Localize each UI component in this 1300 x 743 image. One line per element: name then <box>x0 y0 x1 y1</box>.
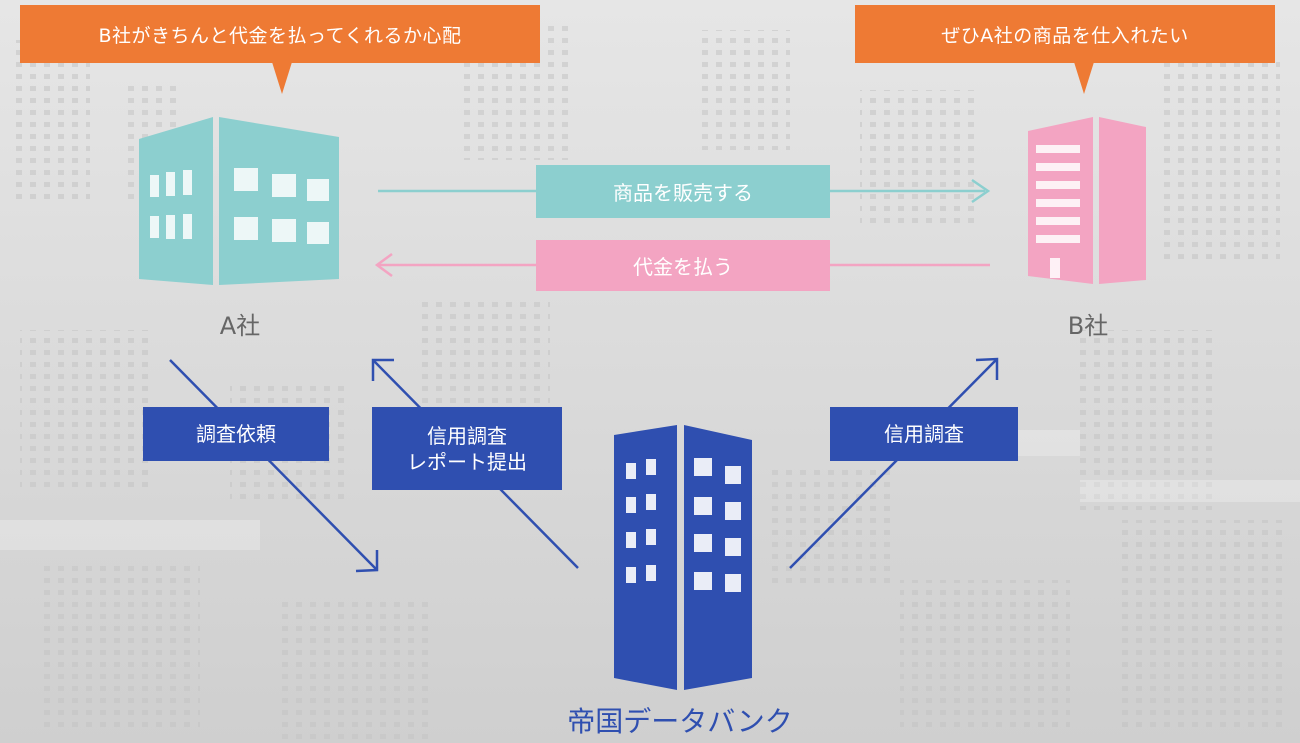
a-company-bubble-tail <box>272 62 292 94</box>
investigate-arrow-head <box>975 357 999 380</box>
investigation-request-label: 調査依頼 <box>143 407 329 461</box>
credit-report-line1: 信用調査 <box>427 423 507 448</box>
request-arrow-line <box>169 359 377 570</box>
sell-goods-text: 商品を販売する <box>613 181 753 205</box>
sell-goods-label: 商品を販売する <box>536 165 830 218</box>
sell-arrow-head <box>971 178 991 204</box>
report-arrow-head <box>371 358 394 381</box>
credit-report-line2: レポート提出 <box>407 449 527 474</box>
pay-money-text: 代金を払う <box>633 255 733 279</box>
pay-money-label: 代金を払う <box>536 240 830 291</box>
credit-report-label: 信用調査 レポート提出 <box>372 407 562 490</box>
bank-caption: 帝国データバンク <box>567 705 793 738</box>
investigate-arrow-line <box>789 359 997 569</box>
request-arrow-head <box>355 550 379 573</box>
b-company-bubble-tail <box>1074 62 1094 94</box>
b-company-caption: B社 <box>1067 312 1109 340</box>
credit-investigation-label: 信用調査 <box>830 407 1018 461</box>
a-company-caption: A社 <box>219 312 261 340</box>
pay-arrow-head <box>374 252 393 278</box>
b-company-wish-text: ぜひA社の商品を仕入れたい <box>941 24 1189 47</box>
credit-investigation-text: 信用調査 <box>884 422 964 446</box>
a-company-concern-text: B社がきちんと代金を払ってくれるか心配 <box>98 24 462 47</box>
investigation-request-text: 調査依頼 <box>196 422 276 446</box>
a-company-concern-bubble: B社がきちんと代金を払ってくれるか心配 <box>20 5 540 63</box>
b-company-wish-bubble: ぜひA社の商品を仕入れたい <box>855 5 1275 63</box>
